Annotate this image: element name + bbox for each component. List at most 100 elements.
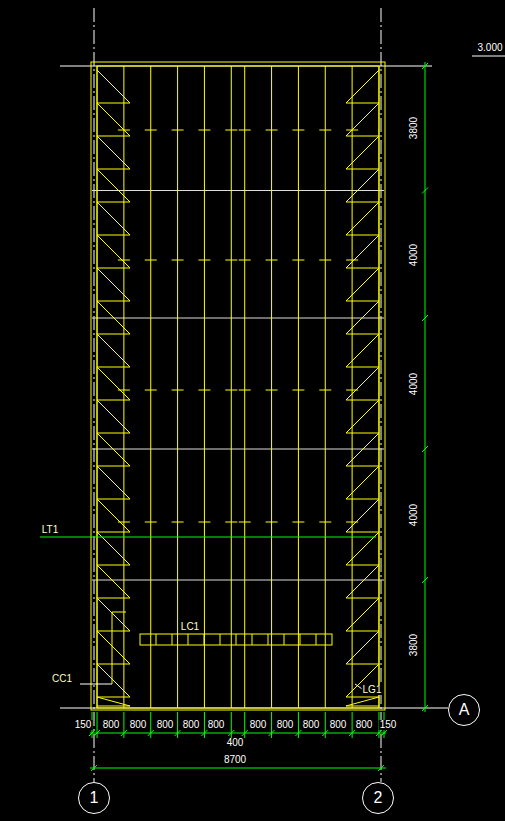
lc1-beam-row [140,634,332,645]
lc1-divider [204,634,205,645]
dimension-tick [422,188,428,194]
beam-segment [239,390,251,391]
beam-segment [198,130,210,131]
beam-segment [346,260,358,261]
dimension-value: 8700 [223,755,247,765]
lc1-divider [284,634,285,645]
formwork-post [271,66,272,708]
lc1-divider [188,634,189,645]
brace-line [346,598,379,631]
member-tag: CC1 [51,674,73,684]
brace-line [346,367,379,400]
beam-segment [198,522,210,523]
formwork-post [177,66,178,708]
dimension-tick [422,446,428,452]
brace-line [346,103,379,136]
brace-line [97,598,130,631]
axis-number: 2 [374,790,383,806]
dimension-value: 800 [156,720,175,730]
axis-line [381,8,382,782]
beam-segment [145,522,157,523]
brace-line [97,169,130,170]
beam-segment [239,130,251,131]
brace-line [97,664,130,697]
beam-segment [225,522,237,523]
dimension-value: 150 [74,720,93,730]
member-tag: LG1 [362,685,383,695]
beam-segment [145,390,157,391]
extension-line [177,712,178,738]
brace-line [346,301,379,334]
dimension-value: 4000 [409,503,419,527]
extension-line [298,712,299,738]
brace-line [97,367,130,368]
lc1-divider [220,634,221,645]
dimension-value: 800 [249,720,268,730]
formwork-post [244,66,245,708]
brace-line [346,433,379,434]
brace-line [346,400,379,401]
lc1-divider [300,634,301,645]
brace-line [346,706,379,707]
brace-line [346,697,379,698]
beam-segment [239,522,251,523]
brace-line [97,301,130,302]
brace-line [346,334,379,335]
brace-line [346,103,379,104]
beam-segment [292,390,304,391]
brace-line [97,202,130,203]
beam-segment [225,390,237,391]
slab-outline [91,62,385,710]
brace-line [97,466,130,467]
brace-line [346,433,379,466]
formwork-post [150,66,151,708]
formwork-post [231,66,232,708]
beam-segment [239,260,251,261]
brace-line [97,598,130,599]
brace-line [97,697,130,706]
elevation-value: 3.000 [476,43,503,53]
brace-line [97,565,130,598]
beam-segment [319,522,331,523]
extension-line [244,712,245,738]
dimension-tick [378,765,384,771]
lc1-divider [268,634,269,645]
bay-line [92,580,384,581]
member-tag: LT1 [41,525,60,535]
brace-line [346,598,379,599]
dimension-value: 3800 [409,633,419,657]
brace-line [346,631,379,632]
lc1-divider [156,634,157,645]
extension-line [325,712,326,738]
lc1-divider [316,634,317,645]
brace-line [346,268,379,301]
brace-line [346,235,379,236]
brace-line [346,334,379,367]
beam-segment [225,130,237,131]
brace-line [97,301,130,334]
axis-bubble: A [448,694,480,726]
beam-segment [319,130,331,131]
brace-line [97,169,130,202]
lt1-member [40,537,376,538]
dimension-tick [422,577,428,583]
beam-segment [225,260,237,261]
lc1-divider [252,634,253,645]
brace-line [346,70,379,103]
brace-line [97,631,130,632]
brace-line [346,499,379,500]
brace-line [97,532,130,533]
formwork-post [204,66,205,708]
dimension-line [90,768,386,769]
brace-line [97,334,130,335]
dimension-value: 3800 [409,116,419,140]
beam-segment [172,130,184,131]
beam-segment [266,522,278,523]
axis-bubble: 2 [362,782,394,814]
brace-line [97,400,130,433]
brace-line [97,664,130,665]
lc1-divider [172,634,173,645]
brace-line [346,301,379,302]
